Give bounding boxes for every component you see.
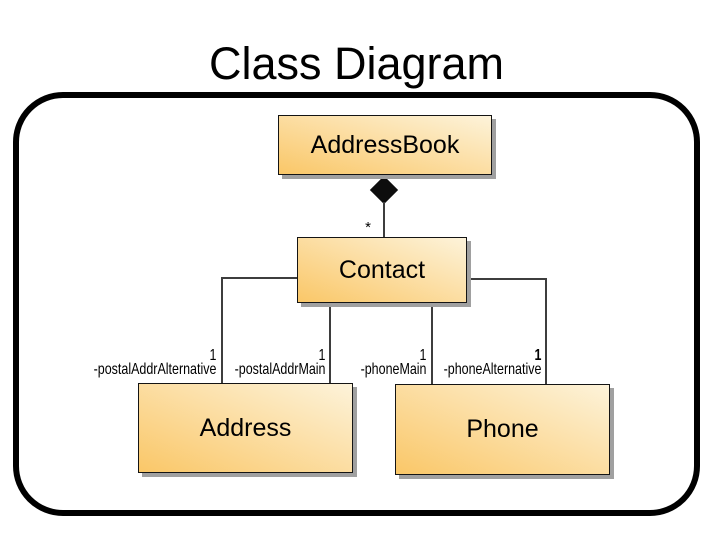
class-box-phone: Phone xyxy=(395,384,610,475)
multiplicity-label: 1 xyxy=(419,347,426,364)
class-name-phone: Phone xyxy=(466,415,539,443)
association-label-phone-main: 1 -phoneMain xyxy=(360,347,426,378)
multiplicity-label: 1 xyxy=(209,347,216,364)
class-name-addressbook: AddressBook xyxy=(310,130,460,159)
association-label-postal-main: 1 -postalAddrMain xyxy=(234,347,325,378)
class-box-address: Address xyxy=(138,383,353,473)
association-edge-phone-main xyxy=(431,302,433,384)
composition-multiplicity-label: * xyxy=(365,219,371,236)
role-name-label: -phoneMain xyxy=(360,361,426,378)
slide-title: Class Diagram xyxy=(208,38,505,89)
association-edge-postal-alternative-horizontal xyxy=(221,277,297,279)
association-edge-postal-alternative-vertical xyxy=(221,277,223,383)
role-name-label: -postalAddrMain xyxy=(234,361,325,378)
association-edge-phone-alternative-horizontal xyxy=(467,278,547,280)
class-box-addressbook: AddressBook xyxy=(278,115,492,175)
multiplicity-label: 1 xyxy=(534,347,541,364)
association-edge-phone-alternative-vertical xyxy=(545,278,547,384)
role-name-label: -postalAddrAlternative xyxy=(93,361,216,378)
diagram-frame xyxy=(13,92,700,516)
class-name-address: Address xyxy=(199,413,292,442)
role-name-label: -phoneAlternative xyxy=(443,361,541,378)
association-label-postal-alternative: 1 -postalAddrAlternative xyxy=(93,347,216,378)
composition-edge xyxy=(383,202,385,237)
class-box-contact: Contact xyxy=(297,237,467,303)
association-label-phone-alternative: 1 -phoneAlternative xyxy=(443,347,541,378)
class-name-contact: Contact xyxy=(338,255,426,284)
multiplicity-label: 1 xyxy=(318,347,325,364)
association-edge-postal-main xyxy=(329,302,331,383)
